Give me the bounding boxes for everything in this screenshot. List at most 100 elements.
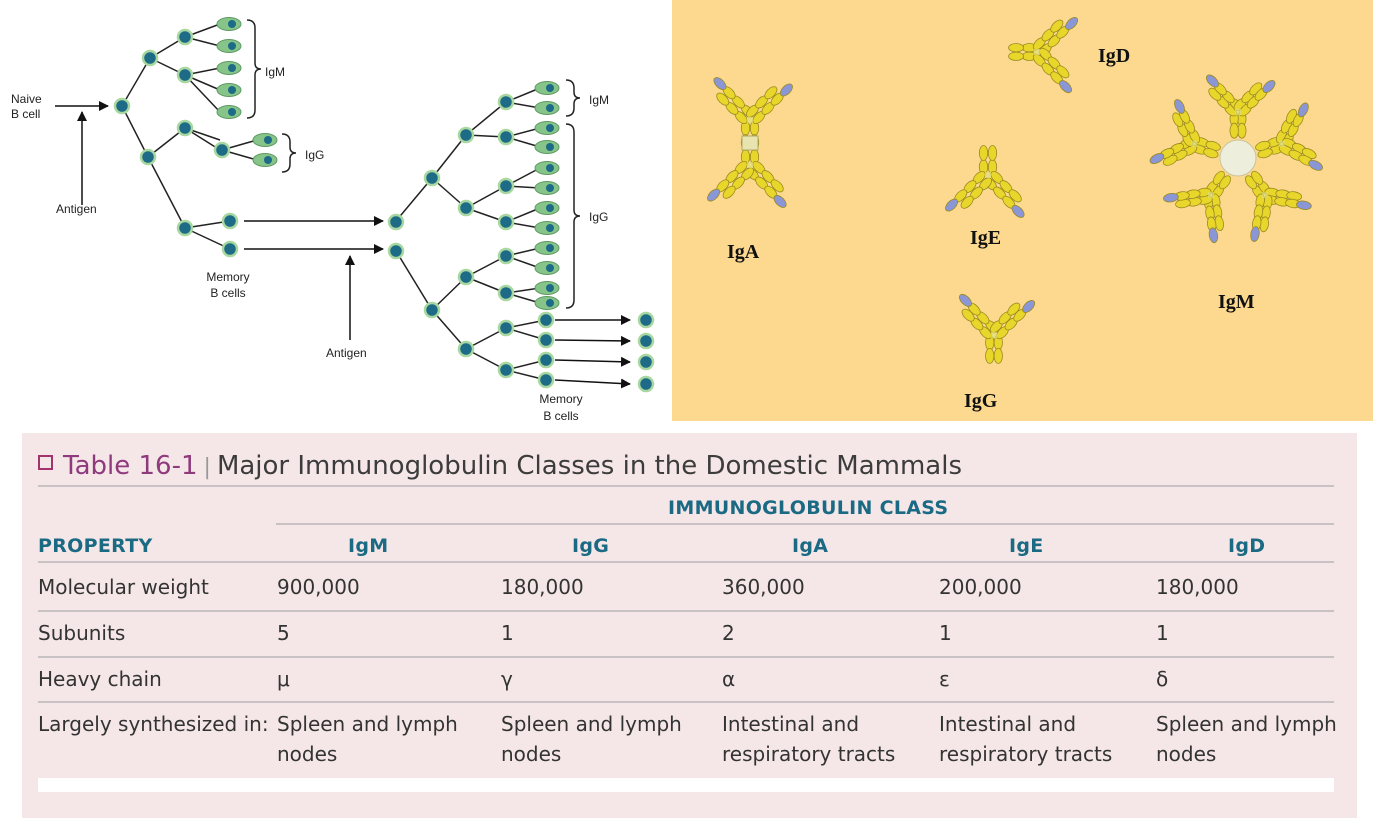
table-cell: 180,000: [1156, 575, 1239, 599]
plasma-cell: [534, 181, 560, 195]
divider: [38, 610, 1334, 612]
b-cell: [457, 126, 475, 144]
b-cell: [497, 177, 515, 195]
plasma-cell: [534, 81, 560, 95]
antigen-label: Antigen: [56, 202, 97, 216]
divider: [38, 701, 1334, 703]
table-cell: 360,000: [722, 575, 805, 599]
column-header-ige: IgE: [1009, 535, 1044, 557]
plasma-cell: [216, 83, 242, 97]
plasma-cell: [534, 161, 560, 175]
group-header: IMMUNOGLOBULIN CLASS: [668, 497, 949, 519]
b-cell: [637, 332, 655, 350]
divider: [38, 485, 1334, 487]
arrow: [554, 378, 631, 389]
table-number: Table 16-1: [63, 451, 198, 481]
table-cell: α: [722, 667, 736, 691]
plasma-cell: [534, 140, 560, 154]
b-cell: [637, 353, 655, 371]
row-label-molecular-weight: Molecular weight: [38, 575, 209, 599]
column-header-igg: IgG: [572, 535, 610, 557]
b-cell: [221, 240, 239, 258]
b-cell: [176, 219, 194, 237]
b-cell: [176, 119, 194, 137]
b-cell: [423, 169, 441, 187]
igm-pentamer-structure: [1149, 74, 1323, 244]
igd-structure: [1008, 16, 1079, 94]
b-cell: [176, 66, 194, 84]
plasma-cell: [534, 221, 560, 235]
b-cell: [139, 148, 157, 166]
b-cell: [497, 247, 515, 265]
divider: [276, 523, 1334, 525]
label-iga: IgA: [727, 241, 760, 263]
memory-b-cells-label: B cells: [543, 409, 578, 423]
divider: [38, 656, 1334, 658]
b-cell: [537, 371, 555, 389]
b-cell: [221, 212, 239, 230]
plasma-cell: [534, 121, 560, 135]
label-igd: IgD: [1098, 45, 1130, 67]
b-cell: [497, 284, 515, 302]
b-cell: [141, 49, 159, 67]
b-cell: [213, 141, 231, 159]
igm-label: IgM: [589, 93, 609, 107]
table-cell: Spleen and lymph nodes: [1156, 712, 1337, 766]
table-cell: 200,000: [939, 575, 1022, 599]
iga-dimer-structure: [707, 77, 793, 208]
label-igg: IgG: [964, 390, 998, 412]
plasma-cell: [216, 17, 242, 31]
row-label-heavy-chain: Heavy chain: [38, 667, 162, 691]
column-header-igm: IgM: [348, 535, 389, 557]
label-ige: IgE: [970, 227, 1001, 249]
column-header-iga: IgA: [792, 535, 829, 557]
memory-b-cells-label: Memory: [206, 270, 249, 284]
b-cell: [497, 319, 515, 337]
plasma-cell: [534, 101, 560, 115]
b-cell: [457, 340, 475, 358]
b-cell: [387, 242, 405, 260]
plasma-cell: [534, 241, 560, 255]
table-cell: ε: [939, 667, 950, 691]
row-label-subunits: Subunits: [38, 621, 126, 645]
plasma-cell: [534, 281, 560, 295]
table-cell: 1: [939, 621, 952, 645]
b-cell: [176, 28, 194, 46]
b-cell: [497, 213, 515, 231]
plasma-cell: [252, 133, 278, 147]
igg-label: IgG: [305, 148, 324, 162]
table-cell: μ: [277, 667, 290, 691]
table-bottom-bar: [38, 778, 1334, 792]
table-cell: Spleen and lymph nodes: [277, 712, 458, 766]
plasma-cell: [216, 39, 242, 53]
memory-b-cells-label: Memory: [539, 392, 582, 406]
b-cell: [637, 311, 655, 329]
arrow: [554, 356, 631, 367]
b-cell: [387, 213, 405, 231]
antigen-label: Antigen: [326, 346, 367, 360]
title-separator: |: [203, 455, 211, 480]
b-cell: [537, 331, 555, 349]
table-cell: 1: [501, 621, 514, 645]
table-cell: 900,000: [277, 575, 360, 599]
immunoglobulin-structures-panel: IgA IgD IgE IgM IgG: [672, 0, 1373, 421]
title-square-icon: [38, 455, 53, 470]
table-cell: 5: [277, 621, 290, 645]
plasma-cell: [216, 105, 242, 119]
table-cell: Intestinal and respiratory tracts: [722, 712, 896, 766]
plasma-cell: [534, 201, 560, 215]
column-header-igd: IgD: [1228, 535, 1266, 557]
b-cell: [423, 301, 441, 319]
table-title-text: Major Immunoglobulin Classes in the Dome…: [216, 451, 962, 481]
label-igm: IgM: [1218, 291, 1255, 313]
igg-label: IgG: [589, 210, 608, 224]
naive-b-cell-label: B cell: [11, 107, 40, 121]
b-cell: [497, 361, 515, 379]
b-cell: [457, 199, 475, 217]
ige-structure: [945, 145, 1025, 218]
b-cell: [113, 97, 131, 115]
b-cell: [457, 268, 475, 286]
memory-b-cells-label: B cells: [210, 286, 245, 300]
table-cell: γ: [501, 667, 513, 691]
